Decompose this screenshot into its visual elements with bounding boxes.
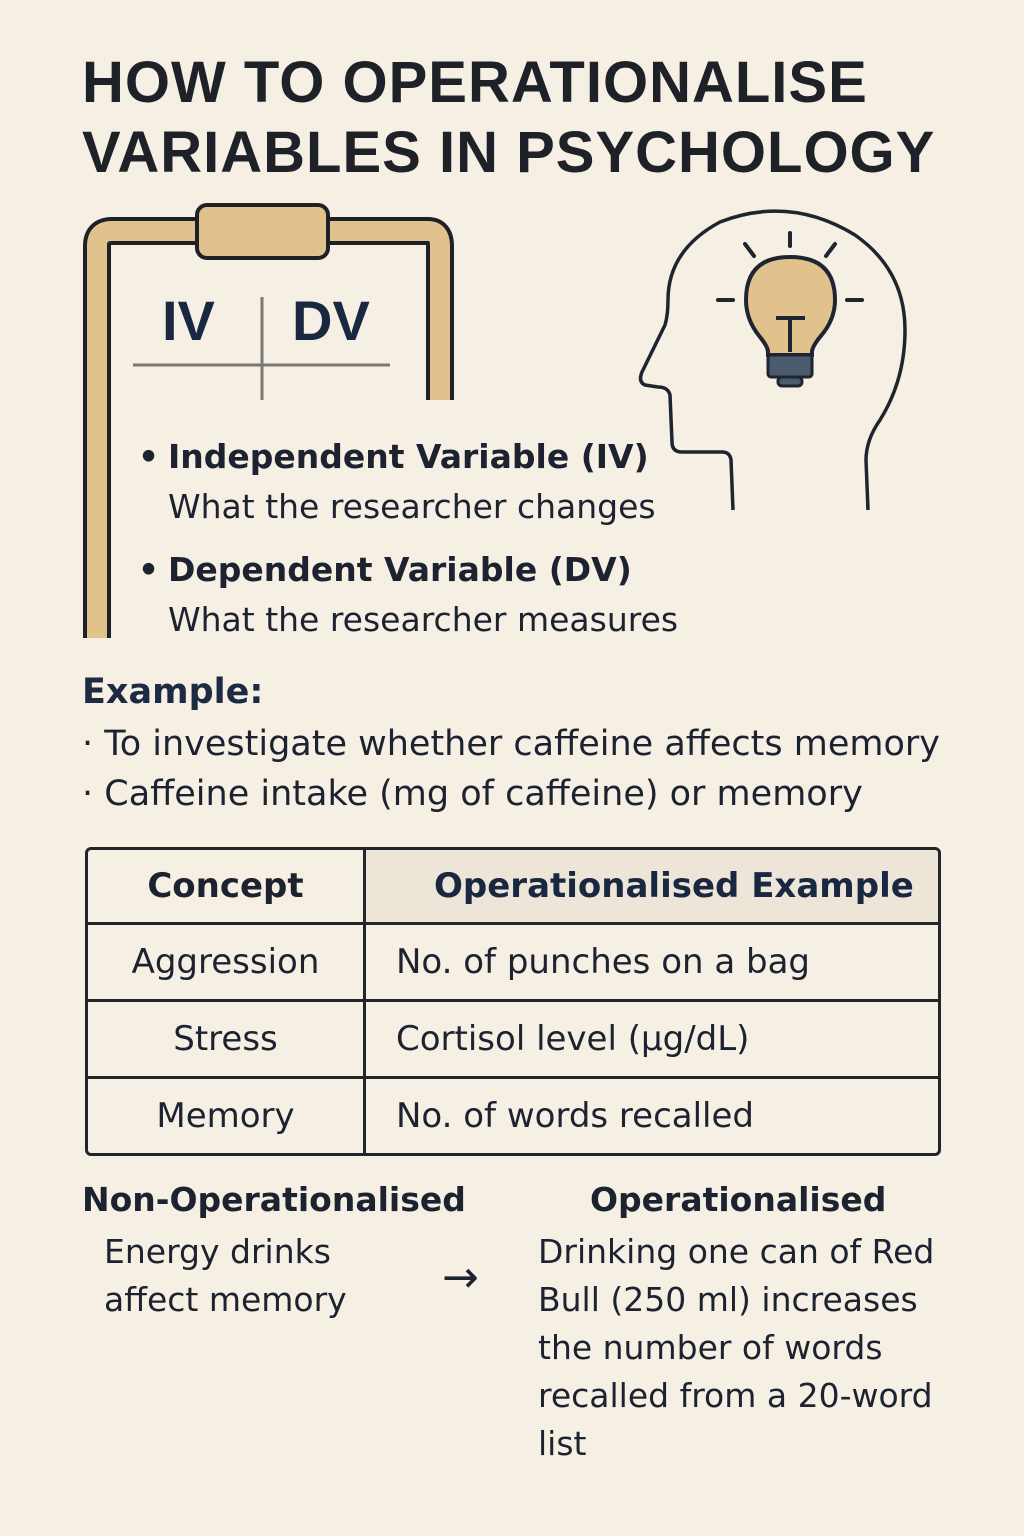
text-line: list	[538, 1424, 587, 1463]
table-row: Stress Cortisol level (µg/dL)	[88, 1002, 938, 1079]
head-with-lightbulb-icon	[638, 209, 907, 511]
definition-dv: • Dependent Variable (DV) What the resea…	[138, 545, 679, 645]
table-cell: Cortisol level (µg/dL)	[366, 1002, 938, 1079]
definition-iv: • Independent Variable (IV) What the res…	[138, 432, 656, 532]
title-line-2: VARIABLES IN PSYCHOLOGY	[82, 120, 936, 185]
table-row: Aggression No. of punches on a bag	[88, 925, 938, 1002]
text-line: Energy drinks	[104, 1232, 331, 1271]
text-line: the number of words	[538, 1328, 883, 1367]
example-heading: Example:	[82, 672, 264, 712]
text-line: affect memory	[104, 1280, 347, 1319]
table-header-row: Concept Operationalised Example	[88, 850, 938, 925]
definition-desc: What the researcher changes	[168, 487, 656, 526]
example-line: · Caffeine intake (mg of caffeine) or me…	[82, 774, 863, 814]
page-title: HOW TO OPERATIONALISE VARIABLES IN PSYCH…	[82, 48, 935, 188]
example-line: · To investigate whether caffeine affect…	[82, 724, 940, 764]
column-header: Operationalised Example	[366, 850, 938, 925]
table-cell: Stress	[88, 1002, 366, 1079]
bullet-icon: •	[138, 550, 160, 589]
table-cell: Memory	[88, 1079, 366, 1153]
text-line: recalled from a 20-word	[538, 1376, 933, 1415]
non-operationalised-heading: Non-Operationalised	[82, 1180, 466, 1219]
table-row: Memory No. of words recalled	[88, 1079, 938, 1153]
column-header: Concept	[88, 850, 366, 925]
operationalised-text: Drinking one can of Red Bull (250 ml) in…	[538, 1228, 934, 1468]
text-line: Drinking one can of Red	[538, 1232, 935, 1271]
table-cell: No. of words recalled	[396, 1096, 754, 1136]
definition-term: Dependent Variable (DV)	[168, 550, 632, 589]
table-cell: No. of punches on a bag	[366, 925, 938, 1002]
non-operationalised-text: Energy drinks affect memory	[104, 1228, 347, 1324]
example-line-text: To investigate whether caffeine affects …	[104, 724, 940, 764]
table-cell: Aggression	[88, 925, 366, 1002]
clipboard-icon	[83, 203, 907, 638]
iv-label: IV	[162, 289, 215, 352]
bullet-icon: •	[138, 437, 160, 476]
arrow-right-icon: →	[442, 1252, 479, 1303]
operationalised-heading: Operationalised	[590, 1180, 887, 1219]
definition-desc: What the researcher measures	[168, 600, 679, 639]
dv-label: DV	[292, 289, 370, 352]
text-line: Bull (250 ml) increases	[538, 1280, 918, 1319]
example-line-text: Caffeine intake (mg of caffeine) or memo…	[104, 774, 863, 814]
definition-term: Independent Variable (IV)	[168, 437, 649, 476]
title-line-1: HOW TO OPERATIONALISE	[82, 50, 868, 115]
operationalisation-table: Concept Operationalised Example Aggressi…	[85, 847, 941, 1156]
